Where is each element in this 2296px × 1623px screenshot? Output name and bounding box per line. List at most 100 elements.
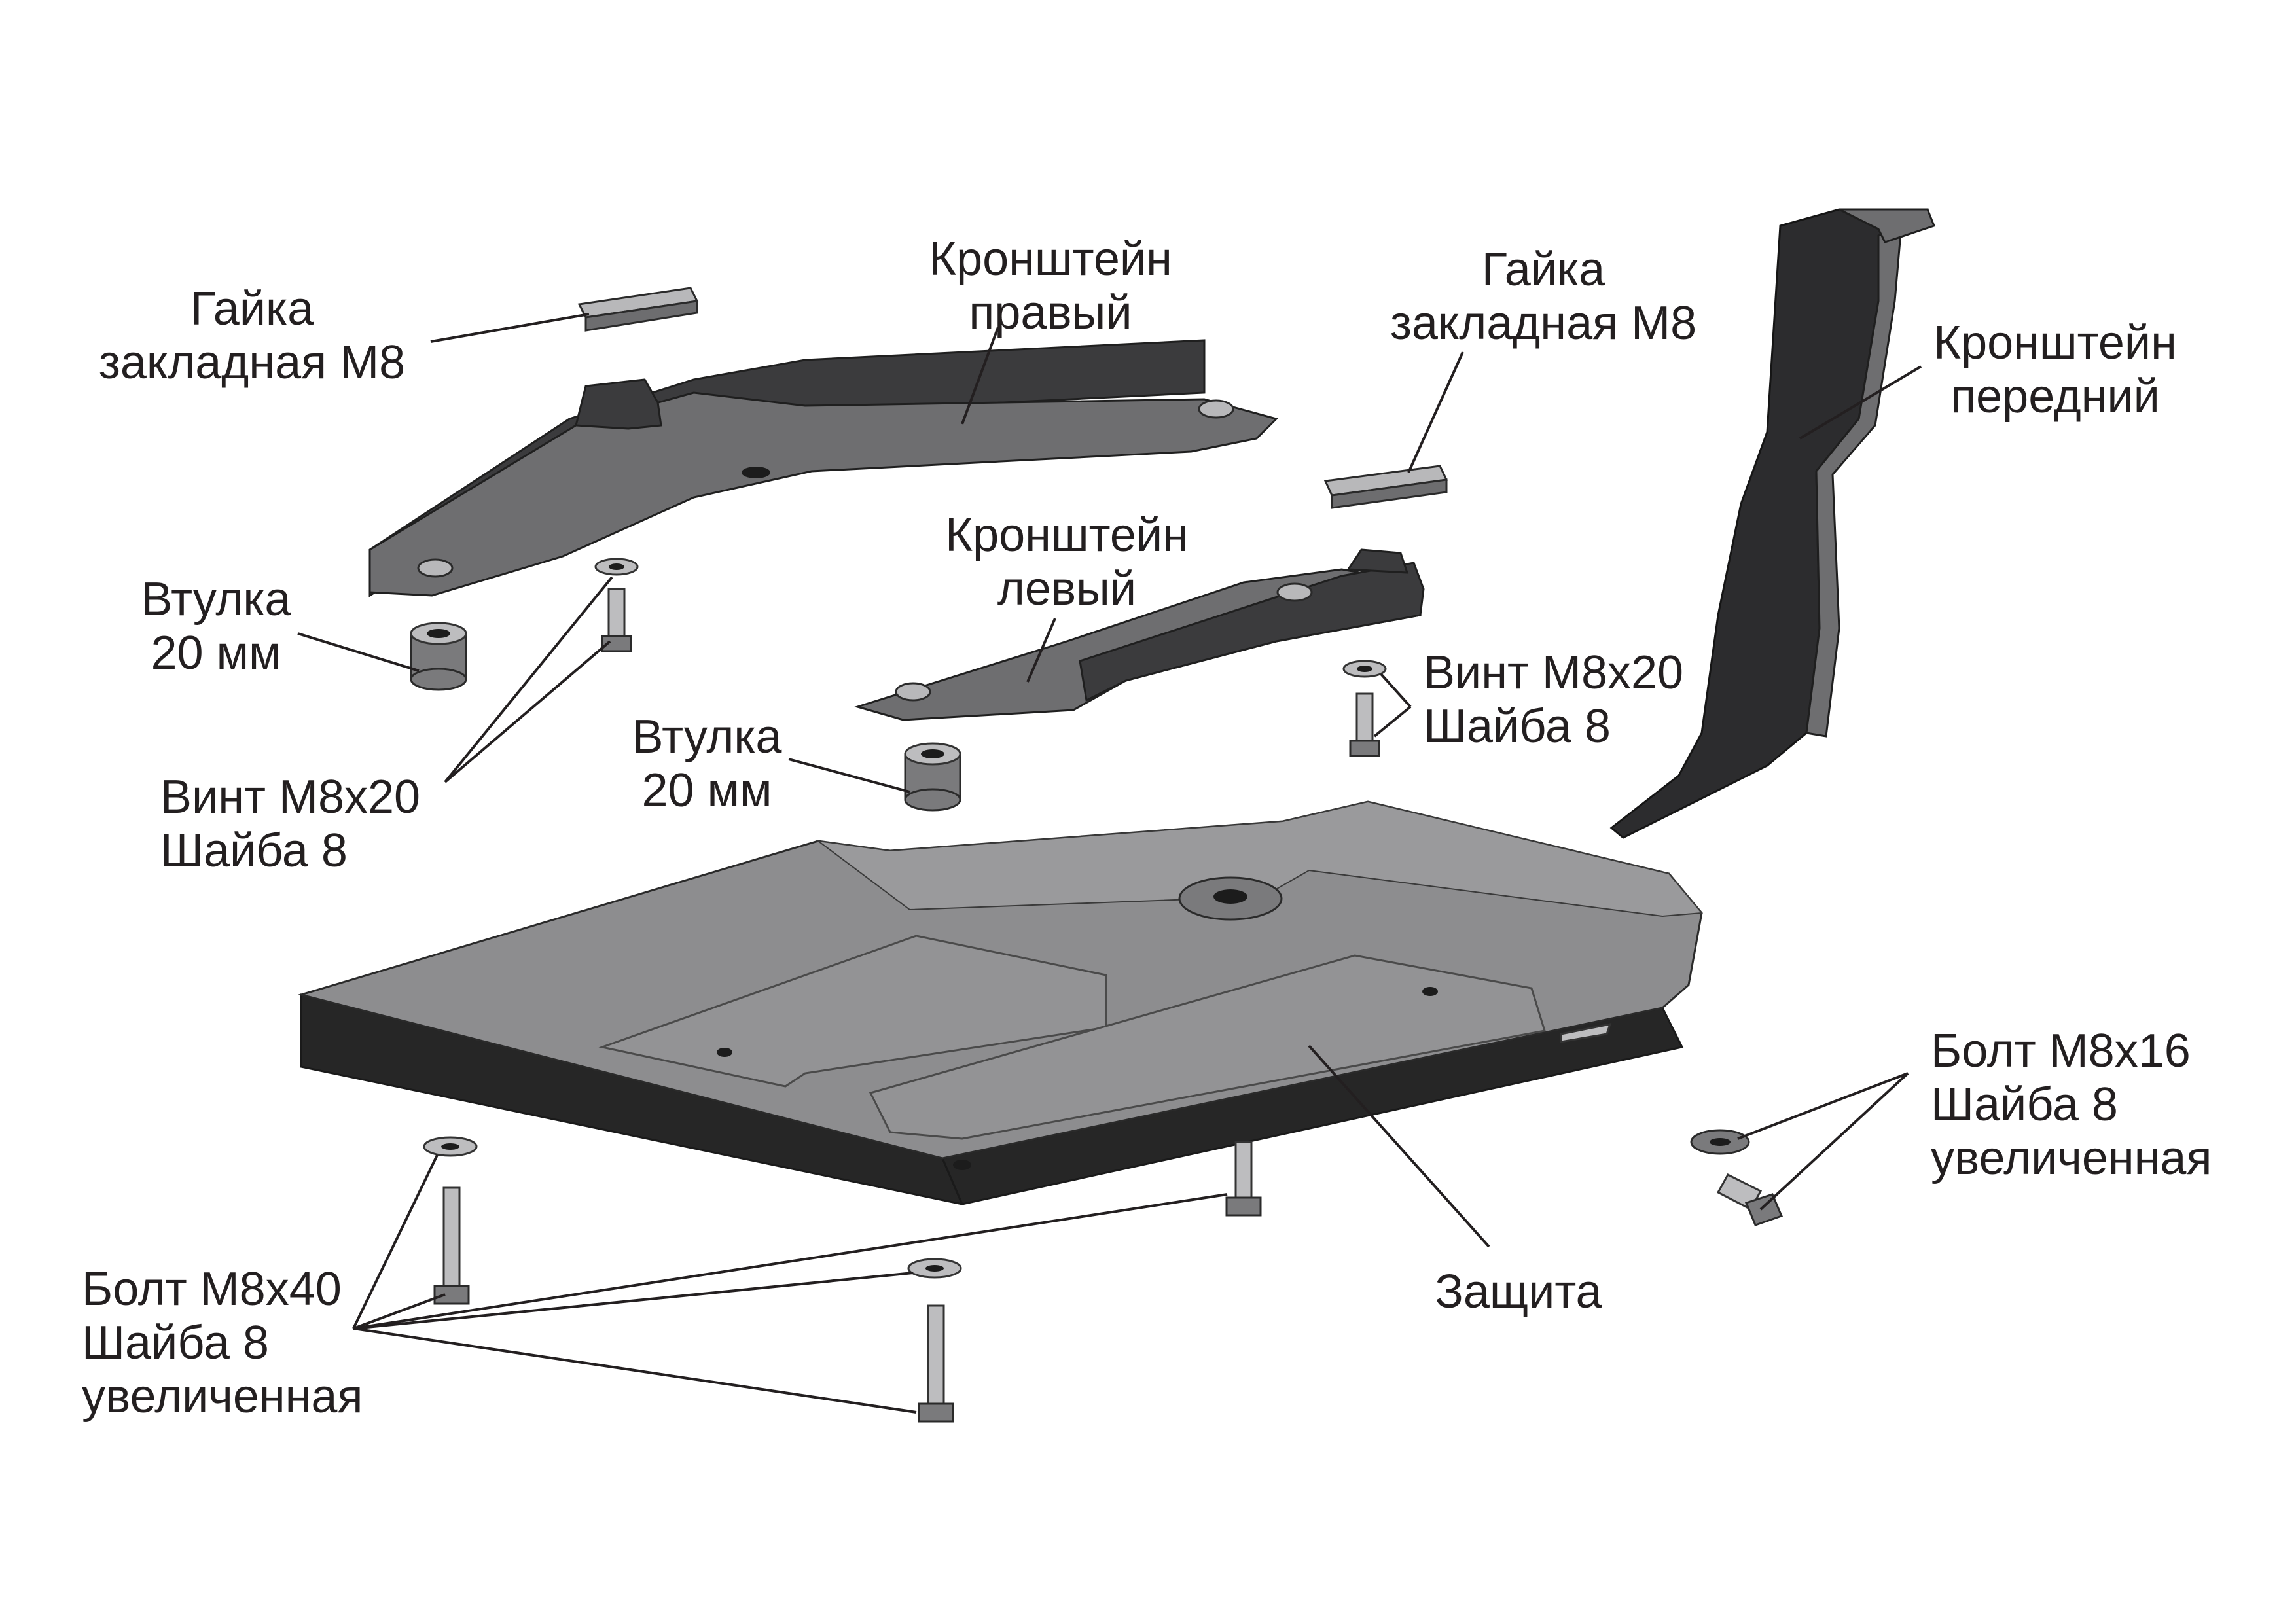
bracket-right-weld-nut <box>1198 399 1234 419</box>
leader-nut-left <box>430 313 590 343</box>
label-bolt40-line1: Болт М8х40 <box>82 1263 342 1315</box>
label-bracket-front-line2: передний <box>1950 370 2160 423</box>
bracket-right-weld-nut <box>417 558 454 578</box>
label-bushing-left-line1: Втулка <box>141 573 292 626</box>
bracket-right-tab <box>575 378 662 430</box>
bolt-m8x40-left <box>423 1136 478 1305</box>
bolt-head <box>433 1285 470 1305</box>
bracket-right-flange <box>368 391 1278 597</box>
label-nut-left-line1: Гайка <box>190 283 314 335</box>
bolt-shank <box>1234 1141 1253 1199</box>
label-bushing-middle-line1: Втулка <box>632 711 783 763</box>
leader-nut-right <box>1407 351 1464 473</box>
screw-m8x20-right <box>1342 660 1387 757</box>
leader-bolt40-3 <box>353 1272 914 1330</box>
label-screw-left-line2: Шайба 8 <box>160 825 348 877</box>
labels: Гайка закладная М8 Кронштейн правый Гайк… <box>82 233 2212 1423</box>
leader-bracket-front <box>1799 365 1922 440</box>
leader-screw-right-2 <box>1373 705 1412 738</box>
screw-m8x20-left <box>594 558 639 652</box>
bolt-head <box>1225 1196 1262 1217</box>
bracket-right-hole <box>742 467 770 478</box>
bracket-left-wall <box>1079 562 1425 702</box>
skid-plate-side-slot <box>1560 1023 1612 1043</box>
label-bolt16-line1: Болт М8х16 <box>1931 1025 2191 1077</box>
leader-bolt40-4 <box>353 1327 917 1414</box>
washer-hole <box>609 563 624 570</box>
leader-screw-right-1 <box>1380 673 1412 708</box>
bracket-front <box>1609 208 1935 839</box>
leader-bolt40-2 <box>353 1293 446 1330</box>
leader-bracket-right <box>961 327 999 425</box>
leader-bolt16-2 <box>1759 1072 1909 1211</box>
label-bolt40-line3: увеличенная <box>82 1370 363 1423</box>
bushing-left-bottom <box>410 668 467 691</box>
bushing-middle <box>904 742 961 812</box>
label-bushing-middle-line2: 20 мм <box>641 764 772 817</box>
leader-lines <box>297 313 1922 1414</box>
screw-shank <box>1355 692 1374 742</box>
washer-hole <box>441 1143 459 1150</box>
label-bracket-front-line1: Кронштейн <box>1933 317 2177 369</box>
bracket-left-weld-nut <box>895 682 931 702</box>
label-nut-right-line2: закладная М8 <box>1390 297 1696 349</box>
leader-bushing-middle <box>788 758 910 793</box>
washer-hole <box>1357 666 1372 672</box>
bolt-shank <box>442 1186 461 1287</box>
label-shield: Защита <box>1435 1266 1602 1318</box>
leader-bracket-left <box>1026 618 1056 683</box>
label-bracket-right-line1: Кронштейн <box>929 233 1172 285</box>
bolt-m8x16 <box>1690 1129 1784 1226</box>
bracket-left <box>853 548 1425 721</box>
screw-shank <box>607 588 626 637</box>
bracket-right <box>368 339 1278 597</box>
skid-plate <box>297 800 1703 1206</box>
leader-screw-left-2 <box>444 640 611 783</box>
label-bracket-left-line2: левый <box>997 563 1136 615</box>
bushing-middle-bore <box>921 749 944 758</box>
label-bracket-right-line2: правый <box>969 287 1132 339</box>
skid-plate-hole <box>1422 987 1438 996</box>
embedded-nut-right-side <box>1331 478 1448 509</box>
bracket-front-edge <box>1805 224 1903 738</box>
bushing-left-bore <box>427 629 450 638</box>
skid-plate-hole <box>717 1048 732 1057</box>
leader-bolt16-1 <box>1737 1072 1909 1140</box>
skid-plate-mount-hole <box>1213 889 1247 904</box>
bolt-m8x40-right <box>1225 1141 1262 1217</box>
bolt-m8x40-middle <box>907 1258 962 1423</box>
bushing-left <box>410 622 467 691</box>
bolt-head <box>918 1402 954 1423</box>
label-screw-right-line2: Шайба 8 <box>1424 700 1611 753</box>
embedded-nut-left-side <box>584 300 698 332</box>
label-bolt16-line3: увеличенная <box>1931 1132 2212 1185</box>
leader-screw-left-1 <box>444 576 613 783</box>
screw-head <box>1349 740 1380 757</box>
label-screw-left-line1: Винт М8х20 <box>160 771 420 823</box>
bracket-left-weld-nut <box>1276 582 1313 602</box>
leader-bolt40-1 <box>352 1154 439 1329</box>
label-bolt16-line2: Шайба 8 <box>1931 1079 2118 1131</box>
bolt-head <box>1744 1193 1784 1226</box>
washer-hole <box>1710 1138 1731 1146</box>
skid-plate-recess-right <box>869 954 1546 1140</box>
label-bracket-left-line1: Кронштейн <box>945 509 1189 562</box>
bushing-middle-bottom <box>904 788 961 812</box>
leader-bolt40-5 <box>353 1193 1228 1330</box>
bracket-front-top-tab <box>1839 208 1935 243</box>
washer-hole <box>925 1265 944 1272</box>
label-nut-right-line1: Гайка <box>1482 243 1605 296</box>
embedded-nut-left <box>577 287 699 332</box>
screw-head <box>601 635 632 652</box>
embedded-nut-right <box>1323 465 1448 509</box>
skid-plate-hole <box>953 1160 971 1170</box>
bracket-left-tab <box>1346 548 1409 574</box>
label-bushing-left-line2: 20 мм <box>151 627 281 679</box>
label-bolt40-line2: Шайба 8 <box>82 1317 269 1369</box>
leader-bushing-left <box>297 632 420 672</box>
bolt-shank <box>927 1304 945 1405</box>
label-screw-right-line1: Винт М8х20 <box>1424 647 1683 699</box>
label-nut-left-line2: закладная М8 <box>99 336 405 389</box>
leader-shield <box>1308 1044 1490 1248</box>
